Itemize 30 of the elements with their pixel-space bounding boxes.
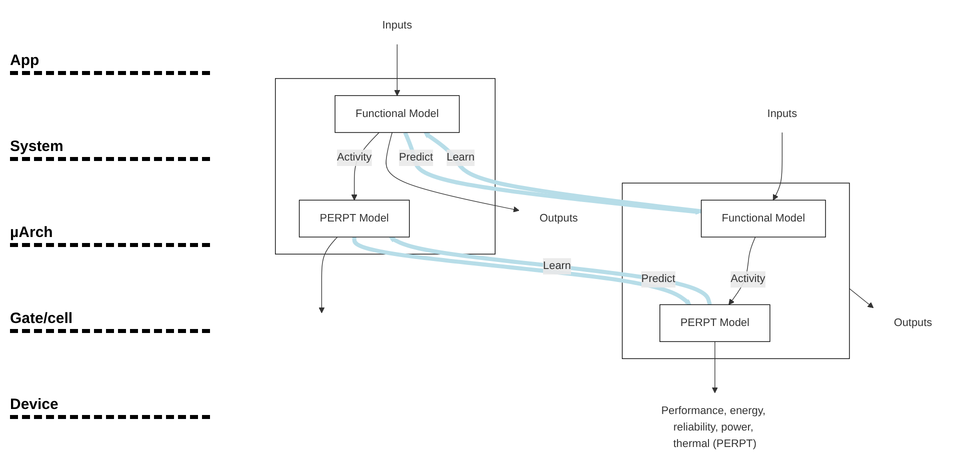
arrow (849, 288, 874, 308)
edge-label: Predict (641, 273, 676, 285)
node-text: Inputs (382, 20, 412, 32)
level-label: Gate/cell (10, 310, 210, 332)
arrow (394, 44, 400, 96)
cluster (275, 78, 496, 254)
arrow (712, 341, 718, 394)
edge-label: Activity (730, 273, 766, 285)
node-box: Functional Model (700, 200, 826, 238)
arrow (772, 132, 783, 200)
level-label: Device (10, 396, 210, 418)
level-label: System (10, 138, 210, 160)
node-text: Inputs (767, 108, 798, 120)
cluster (622, 182, 850, 360)
node-text: Performance, energy, reliability, power, thermal (PERPT) (661, 405, 766, 450)
arrow (352, 237, 692, 305)
edge-label: Learn (446, 152, 475, 164)
edge-label: Activity (337, 152, 372, 164)
node-text: Outputs (540, 212, 578, 224)
node-text: Outputs (894, 316, 932, 329)
arrow (386, 132, 520, 212)
arrow (318, 236, 338, 314)
node-box: PERPT Model (660, 304, 770, 342)
level-label: µArch (10, 224, 210, 246)
level-label: App (10, 52, 210, 74)
edge-label: Learn (543, 260, 571, 272)
node-box: PERPT Model (298, 200, 410, 238)
arrow (388, 236, 712, 306)
edge-label: Predict (398, 152, 433, 164)
node-box: Functional Model (334, 95, 460, 133)
